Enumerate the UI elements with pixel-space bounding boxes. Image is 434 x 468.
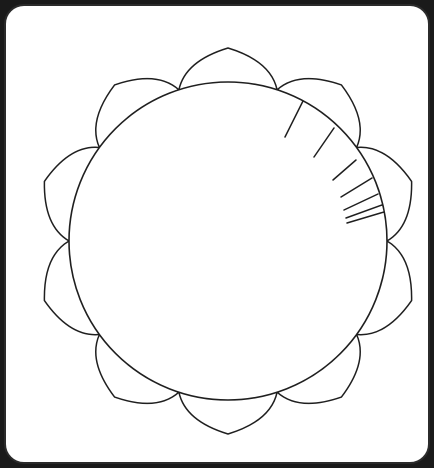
radial-tick xyxy=(333,160,356,180)
petal xyxy=(179,48,277,90)
radial-tick-marks xyxy=(285,101,384,223)
outline-frame xyxy=(4,4,430,464)
radial-tick xyxy=(314,128,334,157)
radial-tick xyxy=(347,212,384,223)
radial-tick xyxy=(285,101,303,137)
radial-tick xyxy=(341,178,372,197)
main-circle xyxy=(69,82,387,400)
lotus-circle-drawing xyxy=(6,6,430,464)
petal-ring xyxy=(44,48,411,434)
petal xyxy=(179,392,277,434)
